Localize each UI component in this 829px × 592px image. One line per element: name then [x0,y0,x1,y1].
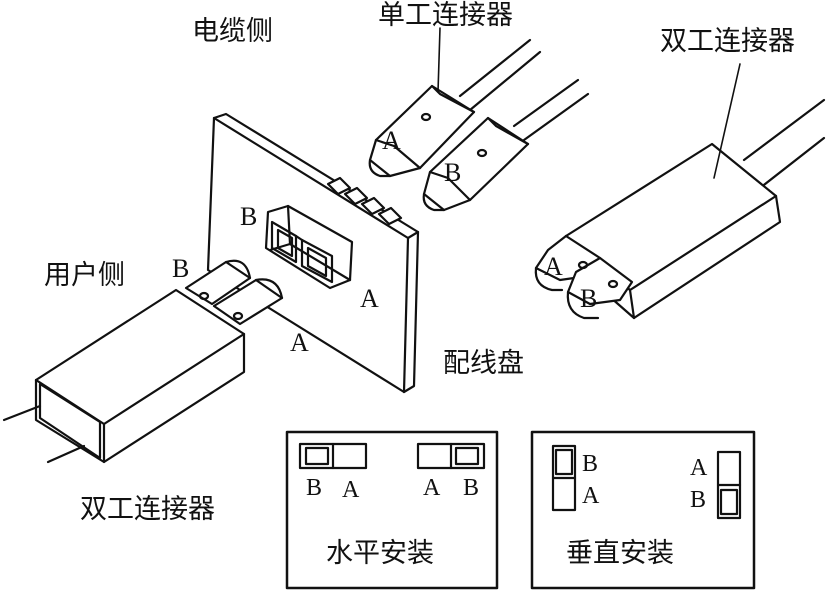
duplex-connector-left [2,259,284,464]
single-connector-label: 单工连接器 [378,0,513,31]
duplex-connector-right [534,98,826,320]
horiz-left-b-letter: B [306,475,323,501]
vert-right-b-letter: B [690,487,707,513]
vert-left-b-letter: B [582,451,599,477]
panel-duplex-adapter [264,204,354,290]
vertical-mount-label: 垂直安装 [566,538,674,569]
vert-left-a-letter: A [582,483,600,509]
horizontal-mount-label: 水平安装 [326,538,434,569]
patch-panel-label: 配线盘 [443,348,524,379]
horiz-right-b-letter: B [463,475,480,501]
single-connector-a-letter: A [382,126,401,155]
user-side-label: 用户侧 [44,260,125,291]
single-connector-a [368,38,542,178]
leader-single [437,27,441,93]
panel-port-a-letter: A [360,284,379,313]
single-connector-b-letter: B [444,158,462,187]
duplex-left-a-letter: A [290,328,309,357]
horiz-right-a-letter: A [423,475,441,501]
cable-side-label: 电缆侧 [192,16,273,47]
leader-duplex-top [713,63,741,179]
duplex-connector-bottom-label: 双工连接器 [80,494,215,525]
single-connector-b [422,78,590,212]
duplex-right-a-letter: A [544,252,563,281]
duplex-left-b-letter: B [172,254,190,283]
vert-right-a-letter: A [690,455,708,481]
panel-rear-stubs [326,176,403,226]
panel-port-b-letter: B [240,202,258,231]
duplex-connector-top-label: 双工连接器 [660,26,795,57]
vertical-mount-box [530,430,756,590]
horizontal-mount-box [285,430,499,590]
duplex-right-b-letter: B [580,284,598,313]
horiz-left-a-letter: A [342,477,360,503]
